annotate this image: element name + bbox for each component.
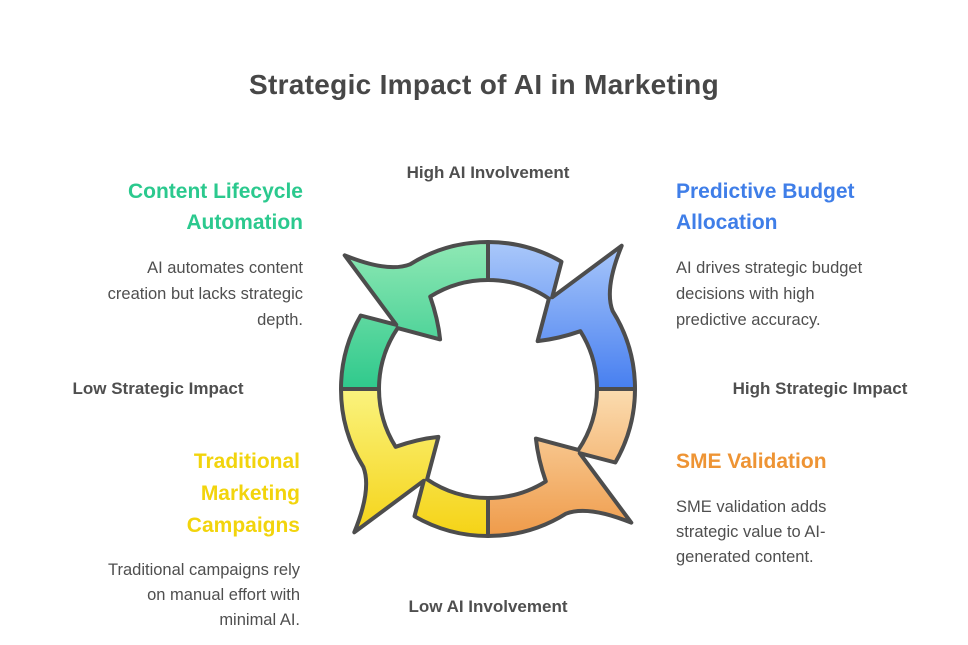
axis-label-left: Low Strategic Impact [72, 379, 244, 398]
cycle-arrow-bottom-right [486, 387, 637, 539]
axis-label-right: High Strategic Impact [732, 379, 908, 398]
quadrant-heading-bottom-right: SME Validation [676, 450, 827, 473]
axis-label-top: High AI Involvement [406, 163, 570, 182]
cycle-arrow-top-left [339, 239, 490, 391]
page-title: Strategic Impact of AI in Marketing [249, 69, 719, 100]
cycle-arrow-top-right [486, 240, 638, 391]
cycle-diagram [338, 239, 638, 539]
axis-label-bottom: Low AI Involvement [408, 597, 568, 616]
cycle-arrow-bottom-left [338, 387, 490, 538]
